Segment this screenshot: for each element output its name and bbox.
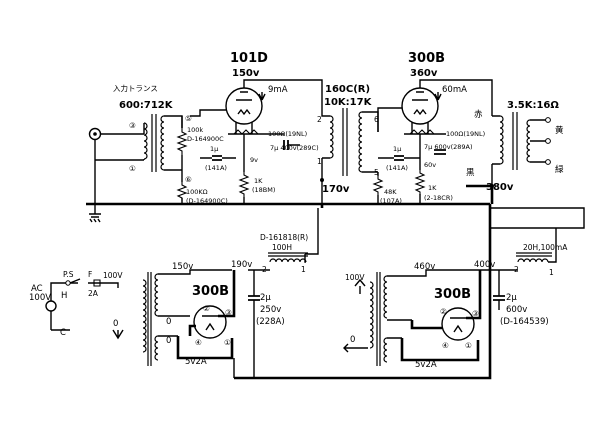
bias-resistor-value: 100KΩ <box>186 188 208 196</box>
ps2-voltage-460: 460v <box>414 262 435 272</box>
v1-plate-current: 9mA <box>268 85 288 95</box>
heater-h-label: H <box>61 291 67 301</box>
v2-filament-resistor: 100Ω(19NL) <box>446 130 485 138</box>
pin-label: ④ <box>442 341 449 350</box>
rectifier2-300b-tube-icon <box>441 307 475 341</box>
rectifier2-name: 300B <box>434 287 471 302</box>
ps1-voltage-190: 190v <box>231 260 252 270</box>
v2-plate-current: 60mA <box>442 85 467 95</box>
ac-input-label: AC <box>31 284 43 294</box>
interstage-transformer-ratio: 10K:17K <box>324 97 373 108</box>
filter-cap1-value: 2μ <box>260 293 271 303</box>
ps1-zero-tap: 0 <box>166 317 171 327</box>
grid-resistor-id: D-164900C <box>187 135 224 143</box>
filter-cap2-voltage: 600v <box>506 305 527 315</box>
power-switch-label: P.S <box>63 270 74 279</box>
v1-cathode-resistor: 1K <box>254 177 263 185</box>
mid-cap-id: (141A) <box>386 164 408 172</box>
rectifier1-name: 300B <box>192 284 229 299</box>
input-transformer-title: 入力トランス <box>113 83 158 93</box>
wire-color-red: 赤 <box>474 110 483 120</box>
pin-label: ② <box>440 307 447 316</box>
v2-cathode-cap: 7μ 600v(289A) <box>424 143 473 151</box>
rectifier1-300b-tube-icon <box>193 305 227 339</box>
v1-plate-voltage: 150v <box>232 68 260 79</box>
v1-cathode-cap: 7μ 400v(289C) <box>270 144 319 152</box>
pin-label: ③ <box>129 121 136 130</box>
heater-c-label: C <box>60 328 66 338</box>
pin-label: ① <box>129 164 136 173</box>
fuse-label: F <box>88 270 92 279</box>
power-transformer-1 <box>142 272 159 366</box>
coupling-cap-id: (141A) <box>205 164 227 172</box>
ps1-zero-tap: 0 <box>166 336 171 346</box>
pin-label: ⑥ <box>185 175 192 184</box>
wire-color-yellow: 黄 <box>555 125 564 136</box>
ps1-primary-zero: 0 <box>113 319 118 329</box>
ac-100v-tap: 100V <box>103 271 123 280</box>
wire-color-green: 緑 <box>555 164 564 175</box>
coupling-cap-value: 1μ <box>210 145 218 153</box>
input-transformer-ratio: 600:712K <box>119 100 174 111</box>
choke1-inductor <box>268 252 308 263</box>
pin-number: 2 <box>317 115 322 124</box>
b-plus-380v: 380v <box>486 182 514 193</box>
v1-filament-resistor: 100Ω(19NL) <box>268 130 307 138</box>
choke1-id: D-161818(R) <box>260 233 308 242</box>
rectifier2-heater: 5v2A <box>415 360 437 370</box>
v2-300b-tube-icon <box>401 87 439 125</box>
ps2-voltage-400: 400v <box>474 260 495 270</box>
v1-tube-name: 101D <box>230 51 268 66</box>
rectifier1-heater: 5v2A <box>185 357 207 367</box>
v1-cathode-voltage: 9v <box>250 156 258 164</box>
ps2-100v-tap: 100V <box>345 273 365 282</box>
pin-number: 1 <box>317 157 322 166</box>
pin-number: 6 <box>374 115 379 124</box>
v2-cathode-resistor: 1K <box>428 184 437 192</box>
pin-label: ③ <box>225 308 232 317</box>
pin-label: ③ <box>472 309 479 318</box>
pin-label: ④ <box>195 338 202 347</box>
v1-cathode-resistor-id: (18BM) <box>252 186 275 194</box>
v2-cathode-resistor-id: (2-18CR) <box>424 194 453 202</box>
choke2-rating: 20H,100mA <box>523 243 568 252</box>
choke1-inductance: 100H <box>272 243 292 252</box>
v1-101d-tube-icon <box>225 87 263 125</box>
interstage-transformer-name: 160C(R) <box>325 84 370 95</box>
input-transformer <box>124 114 165 172</box>
pin-number: 1 <box>549 268 554 277</box>
b-plus-170v: 170v <box>322 184 350 195</box>
output-transformer <box>499 112 531 170</box>
bias-resistor-id: (D-164900C) <box>186 197 228 205</box>
pin-label: ⑤ <box>185 114 192 123</box>
ps2-zero-tap: 0 <box>350 335 355 345</box>
filter-cap1-voltage: 250v <box>260 305 281 315</box>
ps1-voltage-150: 150v <box>172 262 193 272</box>
resistor-48k-id: (107A) <box>380 197 402 205</box>
fuse-rating: 2A <box>88 289 99 298</box>
filter-cap1-id: (228A) <box>256 317 285 327</box>
interstage-transformer <box>329 108 363 176</box>
pin-label: ① <box>465 341 472 350</box>
pin-label: ① <box>224 338 231 347</box>
power-transformer-2 <box>369 272 388 366</box>
v2-plate-voltage: 360v <box>410 68 438 79</box>
mid-cap-value: 1μ <box>393 145 401 153</box>
ac-input-voltage: 100V <box>29 293 51 303</box>
v2-tube-name: 300B <box>408 51 445 66</box>
filter-cap2-id: (D-164539) <box>500 317 549 327</box>
filter-cap2-value: 2μ <box>506 293 517 303</box>
choke2-inductor <box>516 252 552 263</box>
grid-resistor-value: 100k <box>187 126 203 134</box>
wire-color-black: 黒 <box>466 168 475 178</box>
resistor-48k: 48K <box>384 188 397 196</box>
pin-number: 1 <box>301 265 306 274</box>
pin-label: ② <box>203 304 210 313</box>
output-transformer-ratio: 3.5K:16Ω <box>507 100 559 111</box>
v2-cathode-voltage: 60v <box>424 161 436 169</box>
